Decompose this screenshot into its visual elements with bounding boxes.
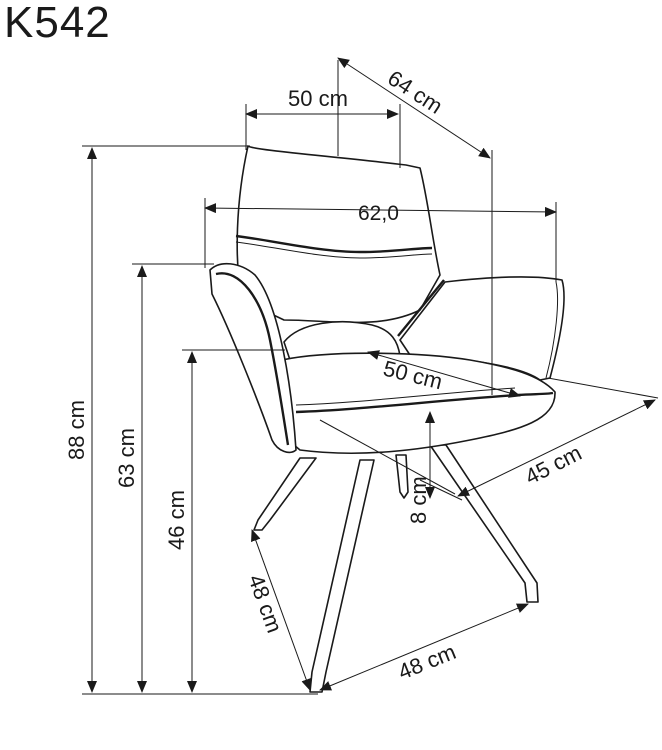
dimension-lines bbox=[82, 57, 659, 695]
armrest-left-seam bbox=[215, 272, 290, 446]
label-seat-height: 46 cm bbox=[164, 490, 189, 550]
chair-armrest-left bbox=[209, 262, 297, 454]
chair-leg-back-left bbox=[253, 457, 317, 531]
label-back-width: 50 cm bbox=[288, 86, 348, 111]
backrest-seam-inner bbox=[235, 241, 433, 259]
label-arm-width: 62,0 bbox=[358, 202, 399, 225]
dim-base-width-line bbox=[319, 603, 529, 691]
armrest-right-seam bbox=[397, 279, 445, 337]
label-depth-top: 64 cm bbox=[383, 65, 447, 119]
label-arm-height: 63 cm bbox=[114, 428, 139, 488]
dim-seat-depth-ext bbox=[547, 377, 659, 399]
label-seat-thickness: 8 cm bbox=[406, 476, 431, 524]
label-base-depth: 48 cm bbox=[243, 571, 287, 636]
label-total-height: 88 cm bbox=[64, 400, 89, 460]
chair-leg-front-left bbox=[309, 459, 375, 693]
armrest-right-edge bbox=[545, 281, 558, 379]
dim-base-depth-line bbox=[251, 529, 311, 691]
dim-depth-top-line bbox=[337, 57, 491, 159]
dim-seat-thickness-ext bbox=[319, 419, 456, 495]
seat-seam bbox=[295, 391, 554, 414]
label-seat-depth: 45 cm bbox=[521, 440, 586, 489]
backrest-seam bbox=[235, 234, 433, 254]
dim-seat-width-line bbox=[367, 350, 521, 398]
dim-arm-width-line bbox=[204, 203, 557, 217]
chair-leg-back-right bbox=[395, 454, 409, 499]
product-title: K542 bbox=[4, 0, 111, 47]
dim-seat-depth-line bbox=[457, 399, 656, 497]
